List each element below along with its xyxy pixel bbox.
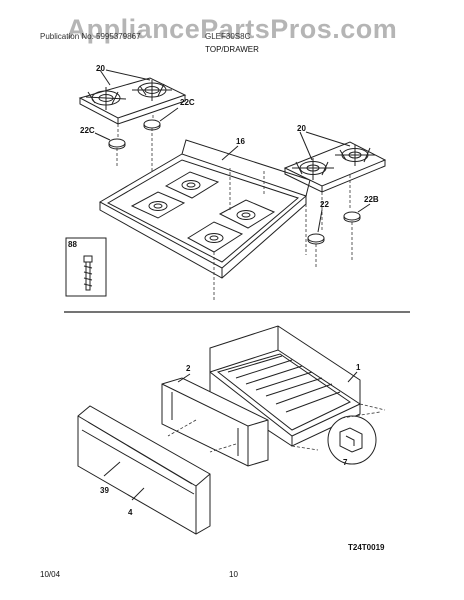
callout-drawer-front: 4 bbox=[128, 508, 133, 517]
callout-cap-22c-upper: 22C bbox=[180, 98, 195, 107]
callout-glide: 7 bbox=[343, 458, 348, 467]
publication-number: Publication No. 5995379867 bbox=[40, 32, 141, 41]
callout-grate-right: 20 bbox=[297, 124, 306, 133]
drawer-inner-panel bbox=[161, 377, 269, 467]
burner-cap-22b bbox=[343, 211, 361, 223]
cooktop bbox=[98, 139, 311, 279]
callout-drawer-body: 1 bbox=[356, 363, 361, 372]
diagram-code: T24T0019 bbox=[348, 543, 385, 552]
section-title: TOP/DRAWER bbox=[205, 45, 259, 54]
callout-part-88: 88 bbox=[68, 240, 77, 249]
drawer-front bbox=[77, 405, 211, 535]
footer-date: 10/04 bbox=[40, 570, 61, 579]
callout-drawer-panel: 2 bbox=[186, 364, 191, 373]
callout-handle: 39 bbox=[100, 486, 109, 495]
drawer-glide-7 bbox=[327, 415, 377, 465]
footer-page-number: 10 bbox=[229, 570, 238, 579]
callout-cap-22b: 22B bbox=[364, 195, 379, 204]
right-burner-grate bbox=[283, 141, 387, 193]
callout-grate-left: 20 bbox=[96, 64, 105, 73]
drawer-body bbox=[209, 325, 361, 447]
callout-cap-22c-left: 22C bbox=[80, 126, 95, 135]
part-88-box bbox=[65, 237, 107, 297]
callout-cooktop: 16 bbox=[236, 137, 245, 146]
burner-cap-22 bbox=[307, 233, 325, 245]
burner-cap-22c-left bbox=[108, 138, 126, 150]
callout-cap-22: 22 bbox=[320, 200, 329, 209]
model-number: GLEF30S8C bbox=[205, 32, 251, 41]
left-burner-grate bbox=[78, 77, 187, 125]
